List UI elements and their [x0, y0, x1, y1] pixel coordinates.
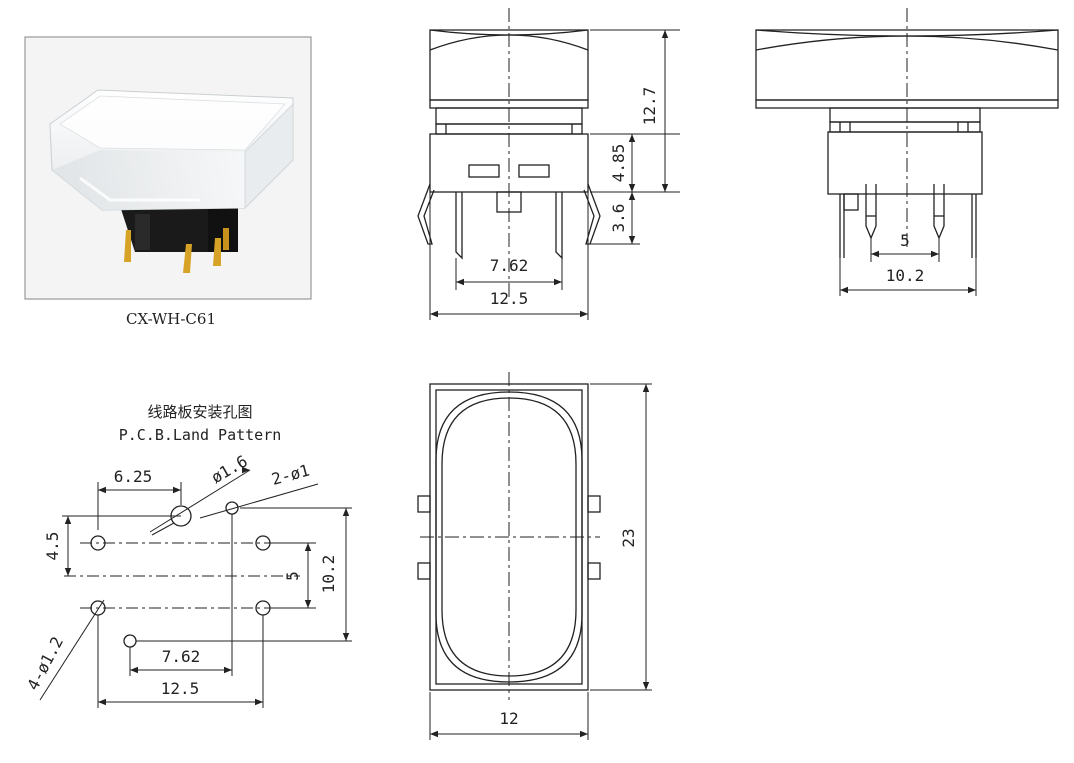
dim-pcb-12-5: 12.5: [161, 679, 200, 698]
dim-top-23: 23: [619, 528, 638, 547]
dim-pcb-10-2: 10.2: [319, 555, 338, 594]
dim-pcb-hole-1: 2-ø1: [270, 461, 312, 489]
dim-front-3-6: 3.6: [609, 204, 628, 233]
dim-front-4-85: 4.85: [609, 144, 628, 183]
top-view-dimensions: [429, 383, 652, 740]
front-view-dimensions: [429, 29, 680, 320]
top-view-centerlines: [420, 372, 600, 700]
dim-top-12: 12: [499, 709, 518, 728]
dim-front-12-5: 12.5: [490, 289, 529, 308]
dim-pcb-hole-1-2: 4-ø1.2: [23, 633, 67, 693]
pcb-dimensions: [39, 469, 352, 708]
photo-caption: CX-WH-C61: [126, 310, 216, 328]
dim-side-10-2: 10.2: [886, 266, 925, 285]
dim-pcb-4-5: 4.5: [43, 532, 62, 561]
pcb-centerlines: [64, 542, 300, 609]
dim-pcb-hole-1-6: ø1.6: [208, 451, 251, 487]
dim-front-7-62: 7.62: [490, 256, 529, 275]
dim-pcb-6-25: 6.25: [114, 467, 153, 486]
pcb-title-cn: 线路板安装孔图: [147, 403, 252, 421]
pcb-holes: [90, 501, 271, 648]
side-view-dimensions: [839, 238, 977, 296]
pcb-hole-1-b: [123, 634, 137, 648]
pcb-title-en: P.C.B.Land Pattern: [119, 426, 282, 444]
dim-side-5: 5: [900, 231, 910, 250]
dim-front-12-7: 12.7: [640, 87, 659, 126]
product-photo: [24, 36, 312, 300]
dim-pcb-5: 5: [283, 571, 302, 581]
dim-pcb-7-62: 7.62: [162, 647, 201, 666]
